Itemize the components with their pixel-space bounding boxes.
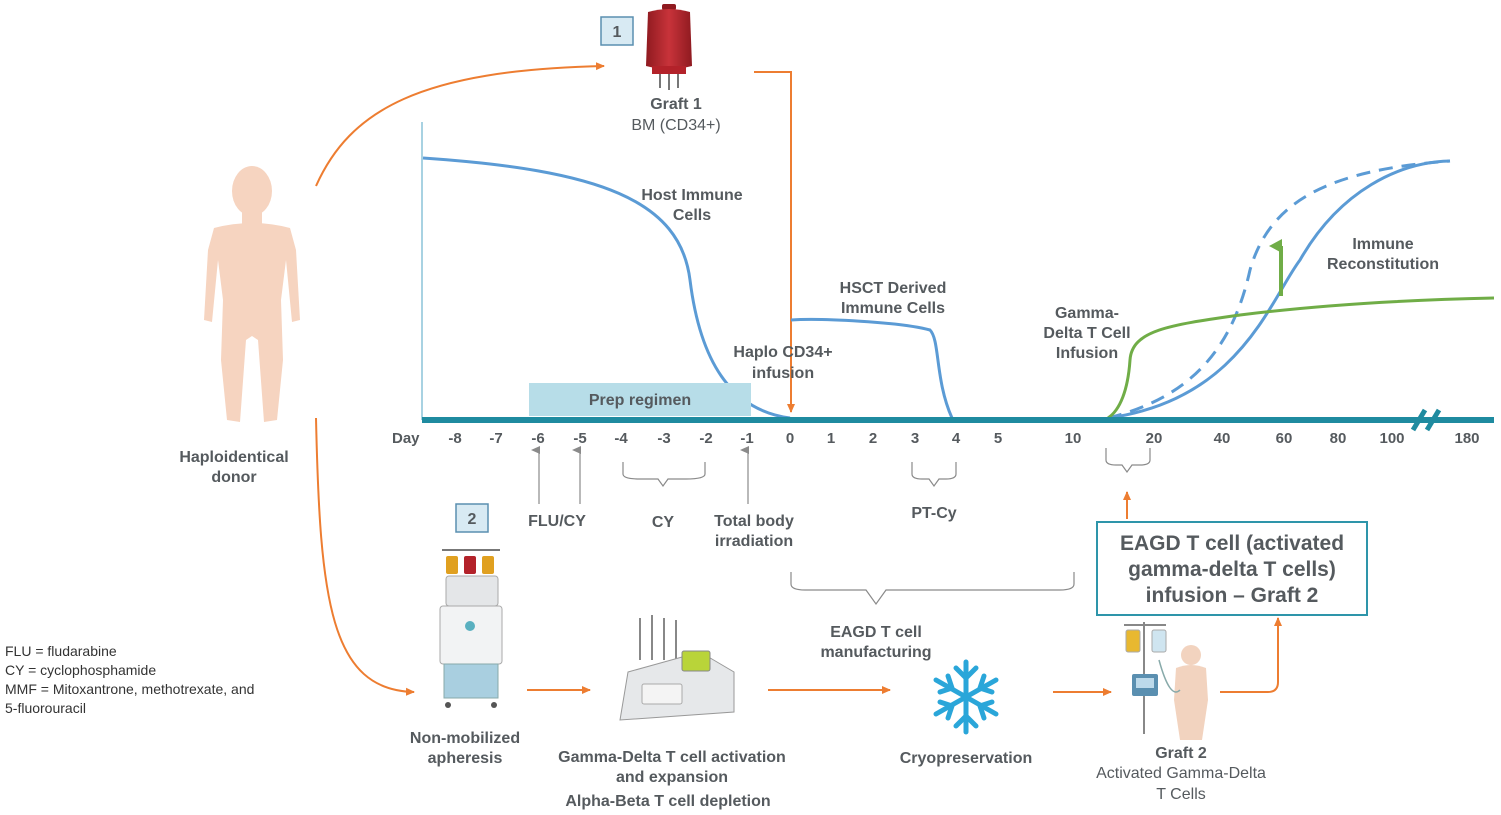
prep-regimen-box [529, 383, 751, 416]
axis-tick-label: 4 [952, 430, 961, 447]
cryo-label: Cryopreservation [900, 750, 1033, 767]
step1-badge-text: 1 [613, 24, 622, 41]
axis-break-icon [1410, 408, 1442, 432]
donor-to-apheresis-arrow [315, 417, 415, 696]
axis-tick-label: 80 [1330, 430, 1347, 447]
hsct-immune-label-line2: Immune Cells [841, 300, 945, 317]
iv-infusion-icon [1124, 622, 1208, 740]
cy-bracket [622, 462, 706, 488]
legend-item: MMF = Mitoxantrone, methotrexate, and [5, 681, 255, 697]
graft2-title: Graft 2 [1155, 745, 1207, 762]
apheresis-machine-icon [439, 549, 503, 708]
ptcy-label: PT-Cy [911, 505, 956, 522]
donor-label-line2: donor [211, 469, 256, 486]
axis-tick-label: 1 [827, 430, 835, 447]
axis-ticks: -8 -7 -6 -5 -4 -3 -2 -1 0 1 2 3 4 5 10 20 40 60 80 100 180 [448, 430, 1479, 447]
graft2-subtitle-line2: T Cells [1156, 786, 1206, 803]
graft2-to-eagd-arrow [1220, 617, 1282, 693]
step1-badge [600, 16, 634, 46]
activation-label: Gamma-Delta T cell activation [558, 749, 786, 766]
eagd-infusion-box [1096, 521, 1368, 616]
legend-item: CY = cyclophosphamide [5, 662, 157, 678]
legend-item: 5-fluorouracil [5, 700, 86, 716]
eagd-box-line2: gamma-delta T cells) [1128, 558, 1336, 581]
axis-tick-label: 10 [1065, 430, 1082, 447]
axis-tick-label: -2 [699, 430, 712, 447]
immune-reconstitution-label: Immune [1352, 236, 1413, 253]
apheresis-label: Non-mobilized [410, 730, 520, 747]
manufacturing-bracket [790, 572, 1075, 606]
axis-tick-label: -5 [573, 430, 586, 447]
immune-reconstitution-curve [1107, 159, 1451, 420]
axis-tick-label: -3 [657, 430, 670, 447]
graft1-to-infusion-arrow [754, 71, 795, 413]
tbi-label-line2: irradiation [715, 533, 793, 550]
axis-tick-label: 0 [786, 430, 794, 447]
axis-tick-label: 40 [1214, 430, 1231, 447]
day-label: Day [392, 430, 420, 447]
donor-to-graft1-arrow [315, 62, 605, 187]
manufacturing-label-line2: manufacturing [820, 644, 931, 661]
axis-tick-label: 5 [994, 430, 1002, 447]
apheresis-label-line2: apheresis [428, 750, 503, 767]
prep-regimen-label: Prep regimen [589, 392, 691, 409]
depletion-label: Alpha-Beta T cell depletion [565, 793, 770, 810]
graft1-title: Graft 1 [650, 96, 702, 113]
axis-tick-label: 3 [911, 430, 919, 447]
eagd-box-line3: infusion – Graft 2 [1146, 584, 1319, 607]
graft1-subtitle: BM (CD34+) [631, 117, 720, 134]
activation-label-line2: and expansion [616, 769, 728, 786]
gamma-delta-label-line2: Delta T Cell [1043, 325, 1130, 342]
blood-bag-icon [646, 4, 692, 90]
host-immune-label-line2: Cells [673, 207, 711, 224]
legend-item: FLU = fludarabine [5, 643, 117, 659]
immune-reconstitution-label-line2: Reconstitution [1327, 256, 1439, 273]
haplo-infusion-label: Haplo CD34+ [733, 344, 832, 361]
manufacturing-label: EAGD T cell [830, 624, 922, 641]
axis-tick-label: -1 [740, 430, 753, 447]
axis-tick-label: 2 [869, 430, 877, 447]
infusion-bracket [1105, 448, 1151, 474]
axis-tick-label: 60 [1276, 430, 1293, 447]
axis-tick-label: -6 [531, 430, 544, 447]
hsct-immune-curve [790, 317, 954, 419]
tbi-label: Total body [714, 513, 794, 530]
gamma-delta-curve [1107, 296, 1495, 420]
axis-tick-label: -4 [614, 430, 628, 447]
abbreviation-legend: FLU = fludarabine CY = cyclophosphamide … [5, 642, 254, 718]
immune-reconstitution-dashed-curve [1107, 159, 1451, 420]
hsct-immune-label: HSCT Derived [840, 280, 947, 297]
axis-tick-label: -7 [489, 430, 502, 447]
donor-label: Haploidentical [179, 449, 288, 466]
snowflake-icon [933, 659, 999, 735]
axis-tick-label: 100 [1379, 430, 1404, 447]
gamma-delta-label-line3: Infusion [1056, 345, 1118, 362]
ptcy-bracket [911, 462, 957, 488]
cy-label: CY [652, 514, 675, 531]
axis-tick-label: -8 [448, 430, 461, 447]
host-immune-label: Host Immune [641, 187, 742, 204]
haplo-infusion-label-line2: infusion [752, 365, 814, 382]
graft2-subtitle: Activated Gamma-Delta [1096, 765, 1266, 782]
step2-badge [455, 503, 489, 533]
cell-processor-icon [619, 615, 735, 721]
gamma-delta-label: Gamma- [1055, 305, 1119, 322]
donor-figure-icon [204, 166, 300, 422]
flu-cy-label: FLU/CY [528, 513, 586, 530]
axis-tick-label: 180 [1454, 430, 1479, 447]
step2-badge-text: 2 [468, 511, 477, 528]
eagd-box-line1: EAGD T cell (activated [1120, 532, 1344, 555]
axis-tick-label: 20 [1146, 430, 1163, 447]
